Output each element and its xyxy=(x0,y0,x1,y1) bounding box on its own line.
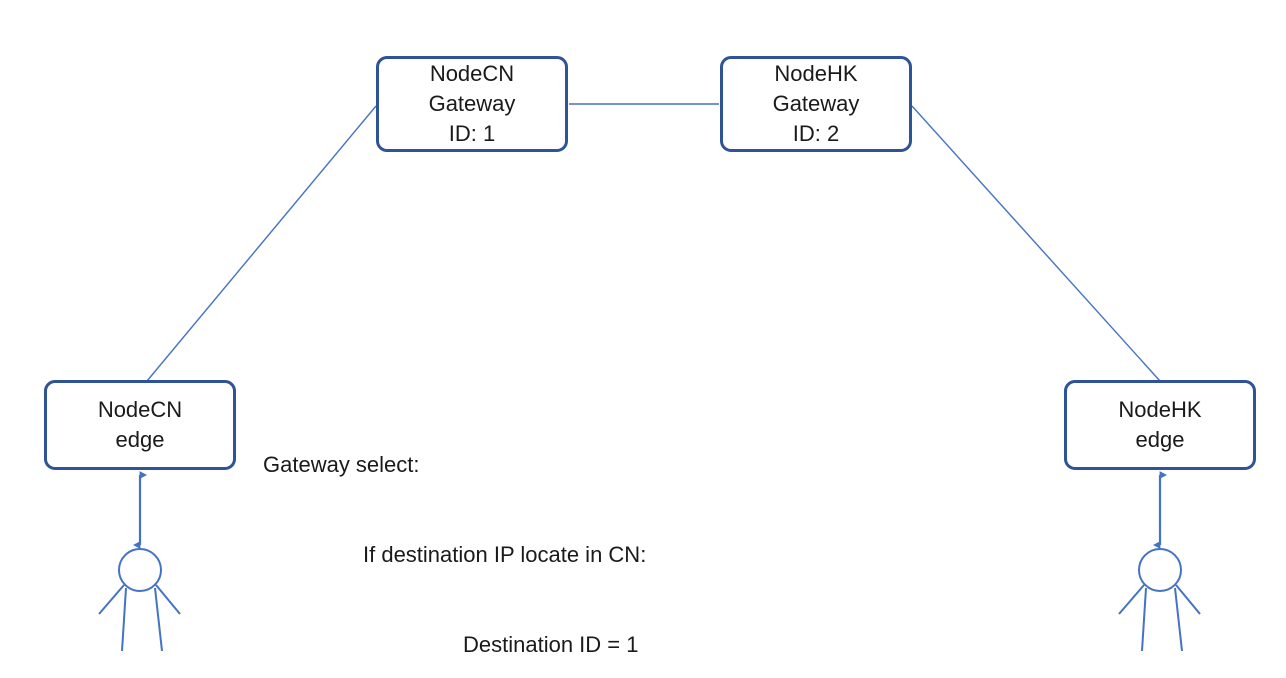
node-edge-hk[interactable]: NodeHK edge xyxy=(1064,380,1256,470)
actor-arm-left xyxy=(98,584,125,615)
connector-gateway-hk-to-edge-hk xyxy=(911,105,1161,382)
note-line-heading: Gateway select: xyxy=(263,452,420,477)
node-gateway-hk-line-1: NodeHK xyxy=(774,61,858,86)
actor-arm-right xyxy=(1175,584,1201,615)
node-gateway-hk[interactable]: NodeHK Gateway ID: 2 xyxy=(720,56,912,152)
node-gateway-hk-line-3: ID: 2 xyxy=(792,121,840,146)
node-edge-cn-line-2: edge xyxy=(115,427,165,452)
node-edge-hk-line-1: NodeHK xyxy=(1118,397,1202,422)
connector-gateway-cn-to-edge-cn xyxy=(146,105,377,382)
note-line-destination-id-1: Destination ID = 1 xyxy=(463,632,639,657)
actor-arm-right xyxy=(155,584,181,615)
node-gateway-cn-line-1: NodeCN xyxy=(429,61,515,86)
actor-arm-left xyxy=(1118,584,1145,615)
node-gateway-cn-line-2: Gateway xyxy=(428,91,516,116)
node-gateway-cn[interactable]: NodeCN Gateway ID: 1 xyxy=(376,56,568,152)
node-gateway-cn-line-3: ID: 1 xyxy=(448,121,496,146)
node-edge-cn[interactable]: NodeCN edge xyxy=(44,380,236,470)
actor-hk-figure xyxy=(1118,548,1201,652)
actor-head-icon xyxy=(118,548,162,592)
note-line-condition-cn: If destination IP locate in CN: xyxy=(363,542,647,567)
actor-head-icon xyxy=(1138,548,1182,592)
actor-cn-figure xyxy=(98,548,181,652)
actor-leg-left xyxy=(121,587,127,652)
gateway-select-note: Gateway select: If destination IP locate… xyxy=(263,390,683,678)
actor-leg-right xyxy=(154,587,163,652)
node-edge-hk-line-2: edge xyxy=(1135,427,1185,452)
node-gateway-hk-line-2: Gateway xyxy=(772,91,860,116)
actor-leg-right xyxy=(1174,587,1183,652)
actor-leg-left xyxy=(1141,587,1147,652)
node-edge-cn-line-1: NodeCN xyxy=(97,397,183,422)
